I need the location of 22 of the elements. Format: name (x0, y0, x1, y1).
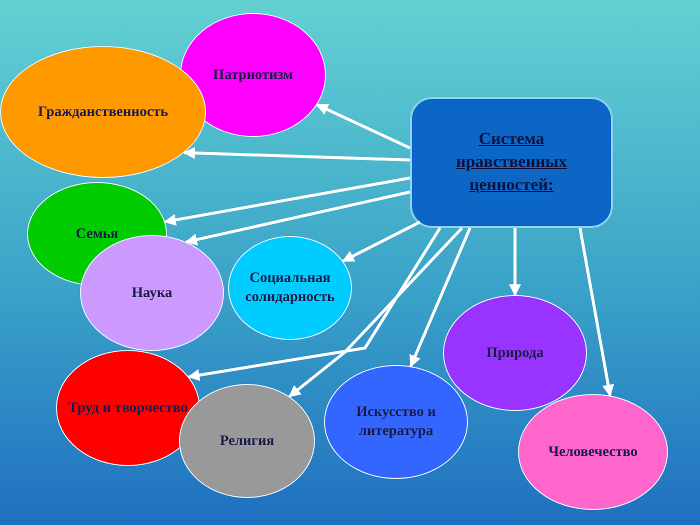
node-label: Человечество (548, 442, 638, 462)
arrow (182, 147, 410, 162)
node-label: Семья (76, 224, 118, 244)
node-label: Религия (220, 432, 274, 450)
arrow (164, 176, 410, 226)
node-label: Труд и творчество (68, 398, 188, 418)
arrow (342, 220, 421, 262)
node-label: Патриотизм (213, 66, 293, 84)
arrow (185, 190, 410, 246)
title-box (410, 97, 613, 228)
arrow (288, 226, 464, 398)
arrow (578, 228, 614, 397)
arrow (316, 103, 411, 150)
node-label: Наука (132, 284, 172, 302)
arrow (509, 228, 521, 296)
node-label: Социальная солидарность (244, 269, 336, 307)
node-label: Система нравственных ценностей: (454, 128, 568, 196)
node-label: Гражданственность (38, 102, 168, 122)
node-label: Искусство и литература (355, 403, 437, 441)
node-label: Природа (486, 344, 544, 362)
arrow (409, 227, 472, 368)
arrow (188, 227, 442, 382)
